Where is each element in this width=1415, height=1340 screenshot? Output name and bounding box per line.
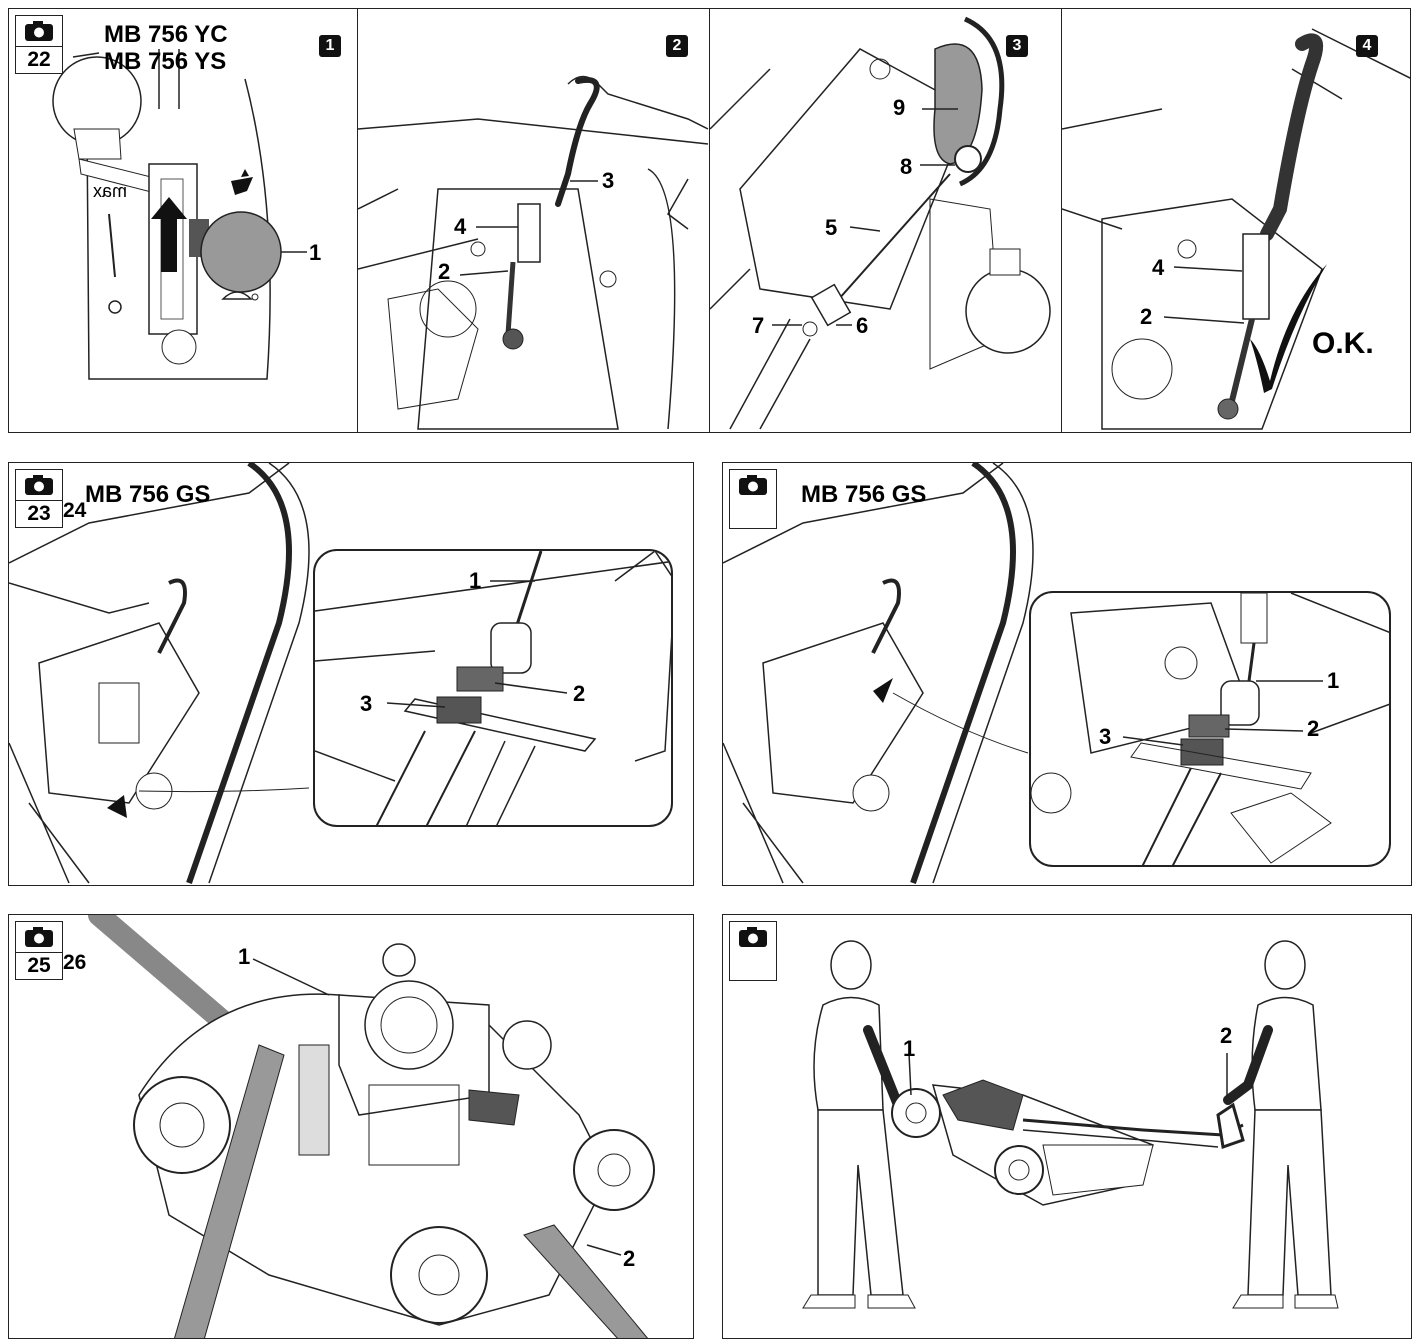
fig22-panel-2: 2 3 4 2	[357, 8, 710, 433]
detail-illustration	[315, 551, 671, 825]
check-mark-icon	[1250, 264, 1327, 393]
callout-label: 8	[900, 154, 913, 179]
figure-number-extra: 24	[63, 499, 87, 522]
callout-label: 6	[856, 313, 869, 338]
callout-label: 1	[238, 944, 251, 969]
callout-label: 2	[1307, 716, 1320, 741]
fig26-illustration	[802, 940, 1339, 1309]
step-number: 4	[1356, 35, 1378, 57]
callout-label: 4	[1152, 255, 1165, 280]
figure-number: 25	[16, 952, 62, 979]
choke-icon	[108, 300, 122, 314]
callout-label: 3	[1099, 724, 1112, 749]
model-label: MB 756 GS	[85, 481, 211, 508]
step-number: 2	[666, 35, 688, 57]
fig24-panel: MB 756 GS 1 3 2	[722, 462, 1412, 886]
camera-label-box: 22	[15, 15, 63, 74]
turtle-icon	[221, 291, 259, 301]
fig23-illustration	[9, 463, 310, 884]
callout-label: 5	[825, 215, 838, 240]
camera-icon	[25, 475, 53, 495]
camera-icon	[739, 475, 767, 495]
camera-label-box: 25	[15, 921, 63, 980]
fig24-illustration	[723, 463, 1034, 884]
figure-number-extra: 26	[63, 951, 87, 974]
callout-label: 3	[602, 168, 615, 193]
callout-label: 4	[454, 214, 467, 239]
model-label: MB 756 GS	[801, 481, 927, 508]
fig22-panel-1: 22 MB 756 YC MB 756 YS 1 1 max	[8, 8, 358, 433]
model-label: MB 756 YC MB 756 YS	[104, 21, 228, 75]
callout-label: 2	[623, 1246, 636, 1271]
fig22-illustration-4	[1062, 28, 1410, 430]
detail-illustration	[1031, 593, 1389, 865]
callout-label: 1	[309, 240, 322, 265]
camera-icon	[25, 21, 53, 41]
rabbit-icon	[231, 169, 253, 195]
detail-inset: 1 3 2	[1029, 591, 1391, 867]
fig22-panel-3: 3 9 8 5 7 6	[709, 8, 1062, 433]
fig23-panel: 23 24 MB 756 GS 1 3 2	[8, 462, 694, 886]
camera-label-box	[729, 469, 777, 529]
fig22-illustration-3	[710, 16, 1051, 430]
callout-label: 1	[469, 568, 482, 593]
fig22-illustration-2	[358, 75, 709, 430]
camera-label-box: 23	[15, 469, 63, 528]
max-label: max	[93, 181, 128, 201]
callout-label: 2	[1220, 1023, 1233, 1048]
step-number: 1	[319, 35, 341, 57]
fig26-panel: 1 2	[722, 914, 1412, 1339]
callout-label: 1	[903, 1036, 916, 1061]
camera-icon	[739, 927, 767, 947]
callout-label: 7	[752, 313, 765, 338]
detail-inset: 1 3 2	[313, 549, 673, 827]
camera-label-box	[729, 921, 777, 981]
callout-label: 2	[573, 681, 586, 706]
callout-label: 1	[1327, 668, 1340, 693]
figure-number: 22	[16, 46, 62, 73]
figure-number: 23	[16, 500, 62, 527]
fig22-illustration-1	[52, 49, 307, 380]
ok-label: O.K.	[1312, 327, 1374, 360]
callout-label: 2	[438, 259, 451, 284]
callout-label: 9	[893, 95, 906, 120]
callout-label: 3	[360, 691, 373, 716]
fig25-panel: 25 26 1 2	[8, 914, 694, 1339]
callout-label: 2	[1140, 304, 1153, 329]
camera-icon	[25, 927, 53, 947]
fig25-illustration	[88, 915, 655, 1338]
step-number: 3	[1006, 35, 1028, 57]
fig22-panel-4: 4 4 2 O.K.	[1061, 8, 1411, 433]
